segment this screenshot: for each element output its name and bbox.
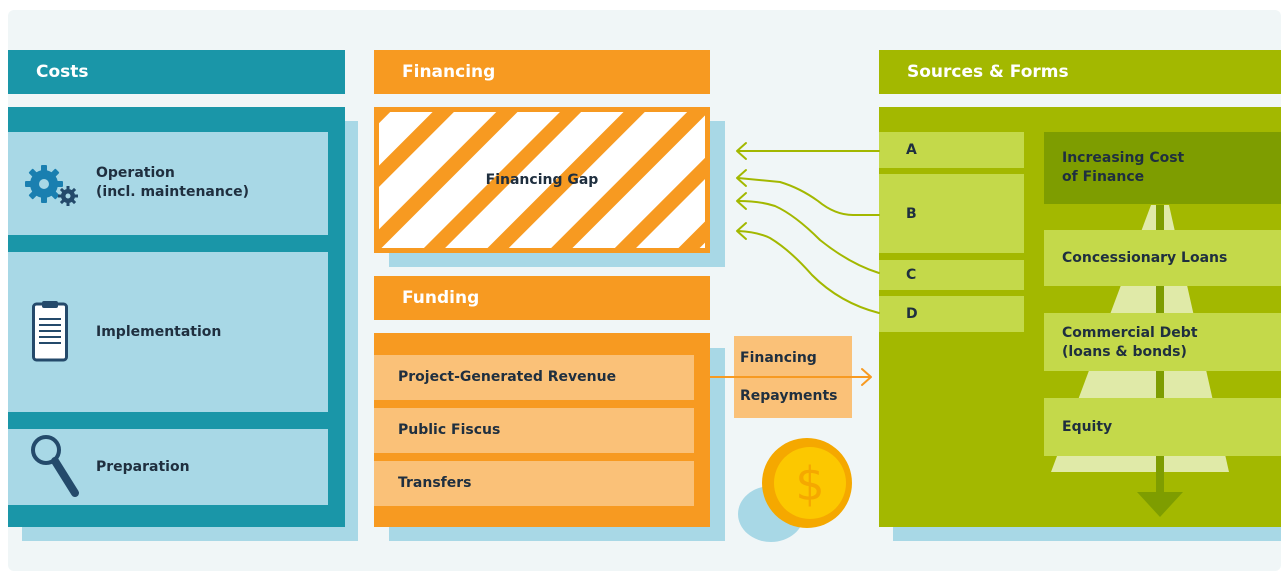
cost-item-implementation: Implementation — [8, 252, 328, 412]
funding-row-revenue: Project-Generated Revenue — [374, 355, 694, 400]
source-row-a: A — [879, 132, 1024, 168]
cost-item-label-implementation: Implementation — [96, 324, 222, 340]
cost-of-finance-box: Increasing Cost of Finance — [1044, 132, 1281, 204]
clipboard-icon — [32, 300, 68, 362]
cost-item-preparation: Preparation — [8, 429, 328, 505]
dollar-coin-icon: $ — [735, 436, 855, 546]
financing-gap-label: Financing Gap — [485, 172, 599, 188]
svg-text:$: $ — [795, 457, 824, 511]
source-letter-c: C — [906, 267, 917, 283]
source-row-d: D — [879, 296, 1024, 332]
form-box-concessionary: Concessionary Loans — [1044, 230, 1281, 286]
costs-header: Costs — [8, 50, 345, 94]
cost-item-operation: Operation (incl. maintenance) — [8, 132, 328, 235]
funding-row-label-transfers: Transfers — [398, 475, 472, 491]
funding-row-label-fiscus: Public Fiscus — [398, 422, 501, 438]
source-letter-d: D — [906, 306, 918, 322]
form-label-concessionary: Concessionary Loans — [1062, 250, 1228, 266]
repayments-label-line1: Financing — [740, 350, 817, 366]
cost-item-label-preparation: Preparation — [96, 459, 190, 475]
source-letter-a: A — [906, 142, 917, 158]
magnifier-icon — [28, 431, 84, 503]
form-label-equity: Equity — [1062, 419, 1113, 435]
form-box-equity: Equity — [1044, 398, 1281, 456]
gears-icon — [22, 162, 92, 212]
source-row-c: C — [879, 260, 1024, 290]
sources-panel: A B C D Increasing Cost of Finance Conce… — [879, 107, 1281, 527]
form-box-commercial: Commercial Debt (loans & bonds) — [1044, 313, 1281, 371]
repayments-box: Financing Repayments — [734, 336, 852, 418]
cost-item-label-operation: Operation (incl. maintenance) — [96, 165, 250, 200]
source-letter-b: B — [906, 206, 917, 222]
financing-gap-box: Financing Gap — [374, 107, 710, 253]
funding-row-label-revenue: Project-Generated Revenue — [398, 369, 617, 385]
costs-panel: Operation (incl. maintenance) Implementa… — [8, 107, 345, 527]
funding-row-fiscus: Public Fiscus — [374, 408, 694, 453]
form-label-commercial: Commercial Debt (loans & bonds) — [1062, 325, 1198, 360]
sources-header: Sources & Forms — [879, 50, 1281, 94]
funding-panel: Project-Generated Revenue Public Fiscus … — [374, 333, 710, 527]
financing-header: Financing — [374, 50, 710, 94]
funding-row-transfers: Transfers — [374, 461, 694, 506]
source-row-b: B — [879, 174, 1024, 253]
funding-header: Funding — [374, 276, 710, 320]
cost-of-finance-label: Increasing Cost of Finance — [1062, 150, 1185, 185]
repayments-label-line2: Repayments — [740, 388, 838, 404]
